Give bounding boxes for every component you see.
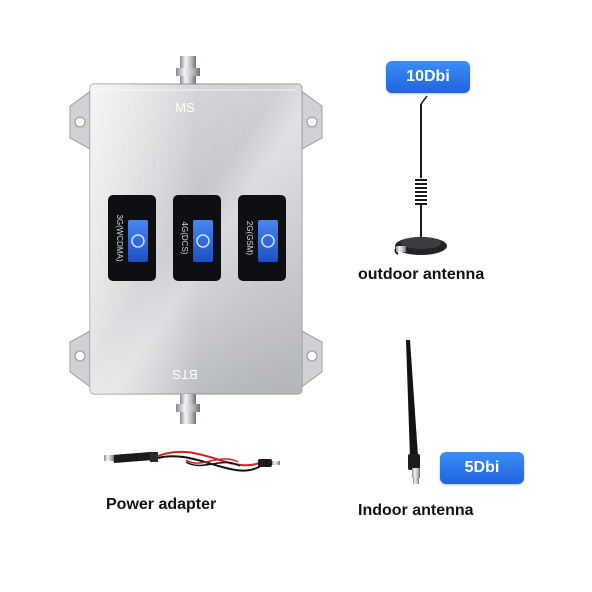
outdoor-antenna [394, 95, 447, 255]
indoor-antenna-caption: Indoor antenna [358, 502, 474, 519]
power-adapter-caption: Power adapter [106, 496, 217, 513]
bottom-connector [176, 394, 200, 424]
band-display-3g: 3G(WCDMA) [108, 195, 156, 281]
indoor-antenna-gain-badge: 5Dbi [440, 452, 524, 484]
bottom-port-label: BTS [172, 367, 198, 382]
outdoor-antenna-caption: outdoor antenna [358, 266, 485, 283]
indoor-antenna [406, 340, 420, 484]
outdoor-antenna-gain-badge: 10Dbi [386, 61, 470, 93]
band-display-2g: 2G(GSM) [238, 195, 286, 281]
top-connector [176, 56, 200, 86]
mounting-ears [69, 89, 323, 389]
band-label-3g: 3G(WCDMA) [115, 214, 124, 261]
top-port-label: MS [175, 100, 195, 115]
band-label-4g: 4G(DCS) [180, 222, 189, 255]
power-adapter [104, 450, 280, 472]
band-label-2g: 2G(GSM) [245, 221, 254, 256]
band-display-4g: 4G(DCS) [173, 195, 221, 281]
